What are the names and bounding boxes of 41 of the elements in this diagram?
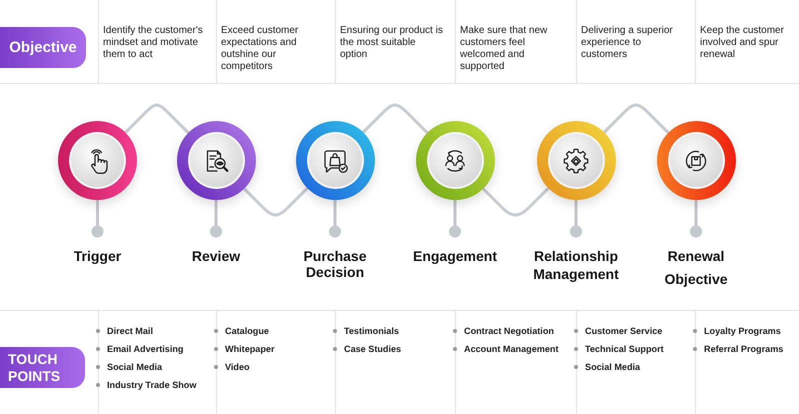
touch-point-text: Loyalty Programs [704,326,781,336]
stage-label: Trigger [72,248,122,264]
objective-text: Keep the customer involved and spur renewal [700,25,785,61]
touch-point-text: Email Advertising [107,344,184,354]
touch-point-text: Customer Service [585,326,662,336]
touch-point-text: Video [225,362,250,372]
touch-point-text: Referral Programs [704,344,784,354]
touch-point-text: Contract Negotiation [464,326,554,336]
objective-text: Ensuring our product is the most suitable option [340,25,444,61]
objective-pill: Objective [0,27,86,68]
connector-line [361,104,429,134]
touch-point-text: Catalogue [225,326,269,336]
connector-line [481,186,550,216]
stage-label: Renewal Objective [663,246,729,289]
connector-line [124,104,190,134]
touch-points-pill: TOUCH POINTS [0,347,85,388]
connector-line [242,186,309,216]
stage-label: Purchase Decision [302,248,368,281]
touch-point-text: Social Media [585,362,640,372]
touch-point-text: Direct Mail [107,326,153,336]
objective-text: Make sure that new customers feel welcomed and supported [460,25,548,73]
stage-ring [58,121,137,200]
objective-text: Exceed customer expectations and outshine our competitors [221,25,300,73]
touch-point-text: Social Media [107,362,162,372]
connector-line [602,104,670,134]
stage-ring [536,121,616,200]
stage-label: Relationship Management [532,247,620,283]
touch-point-text: Industry Trade Show [107,380,196,390]
stage-label: Review [190,248,242,264]
stage-label: Engagement [412,248,498,264]
stage-ring [296,121,374,200]
stage-ring [176,121,256,200]
touch-point-text: Case Studies [344,344,402,354]
stage-ring [416,121,494,200]
objective-text: Identify the customer's mindset and motivate them to act [103,25,204,61]
touch-point-text: Technical Support [585,344,664,354]
stage-ring [656,121,736,200]
touch-point-text: Account Management [464,344,558,354]
touch-point-text: Whitepaper [225,344,275,354]
touch-point-text: Testimonials [344,326,399,336]
objective-text: Delivering a superior experience to customers [581,25,674,61]
